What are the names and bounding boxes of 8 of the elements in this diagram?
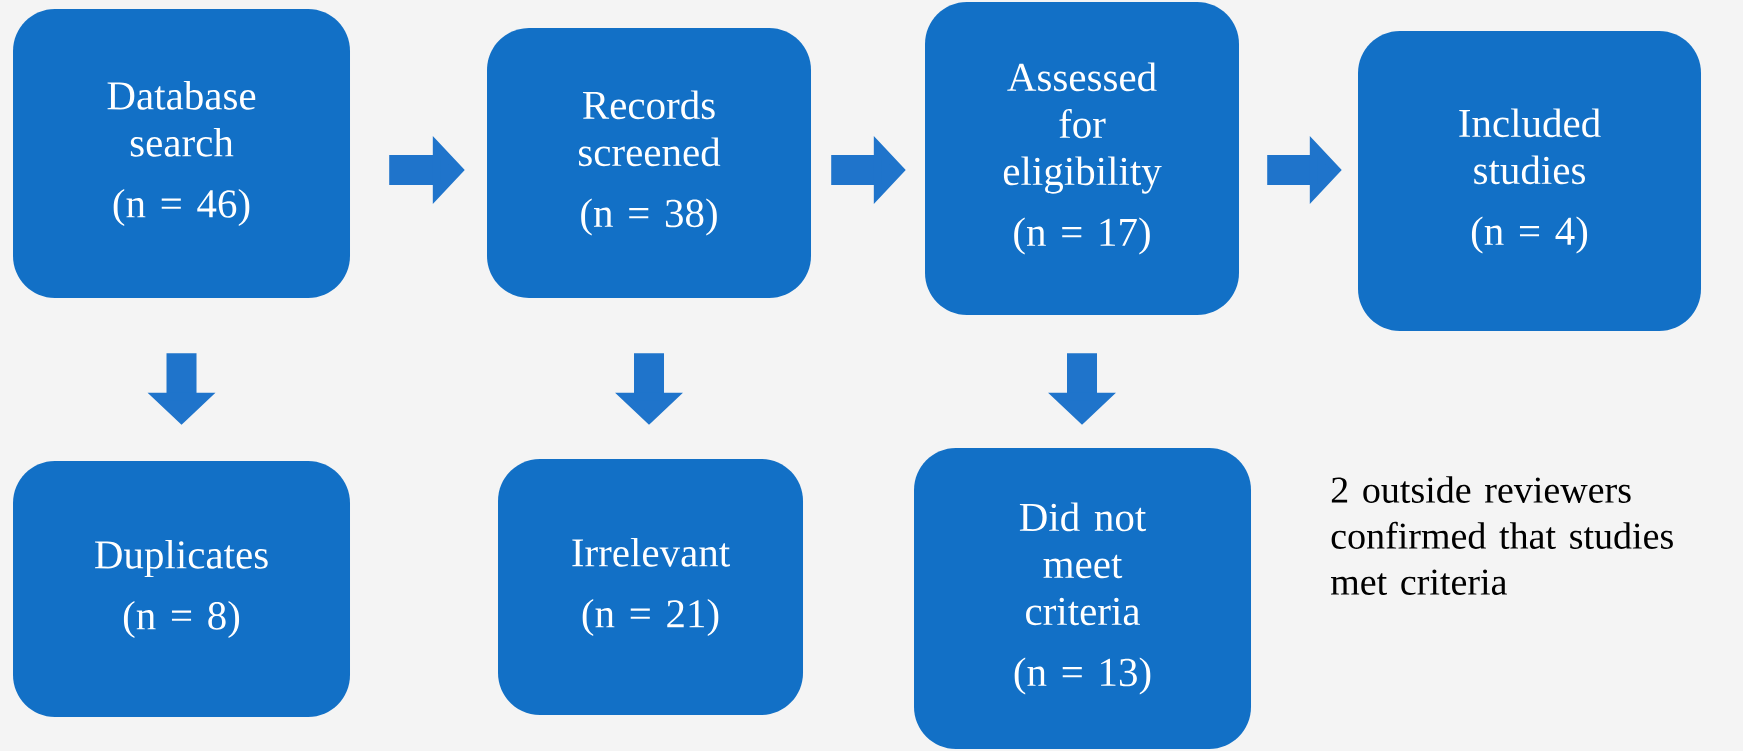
note-text: 2 outside reviewers confirmed that studies met criteria — [1331, 476, 1673, 595]
process-box: Records screened (n = 38) — [487, 28, 811, 298]
process-box: Included studies (n = 4) — [1358, 31, 1701, 331]
process-box: Database search (n = 46) — [13, 9, 350, 298]
process-box: Assessed for eligibility (n = 17) — [925, 2, 1239, 315]
process-box: Did not meet criteria (n = 13) — [914, 448, 1251, 749]
process-box: Irrelevant (n = 21) — [498, 459, 803, 715]
process-box: Duplicates (n = 8) — [13, 461, 350, 717]
